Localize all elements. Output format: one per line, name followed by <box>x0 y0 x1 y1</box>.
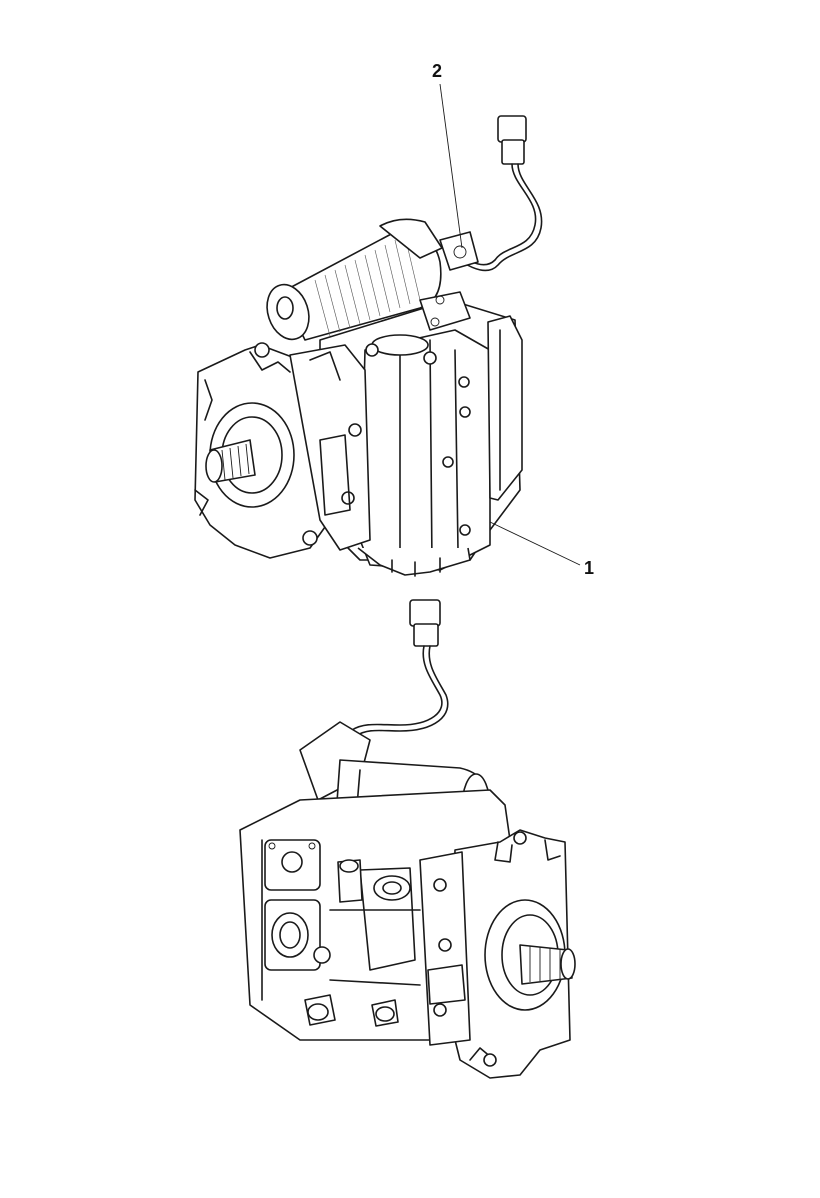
electrical-connector-top <box>461 115 543 272</box>
pump-assembly-top-view <box>194 115 543 577</box>
callout-label-1: 1 <box>584 558 594 578</box>
mounting-flange-bottom <box>449 829 576 1079</box>
callout-2: 2 <box>432 61 463 249</box>
pump-body-top <box>289 344 371 551</box>
filter-cylinder <box>266 218 443 341</box>
pump-assembly-bottom-view <box>239 599 576 1079</box>
mounting-flange-top <box>194 342 331 559</box>
electrical-connector-bottom <box>351 599 449 737</box>
pump-housing-top <box>319 291 523 577</box>
sensor-item-2 <box>439 231 479 271</box>
pump-body-bottom <box>419 851 471 1046</box>
callout-1: 1 <box>489 521 594 578</box>
callout-label-2: 2 <box>432 61 442 81</box>
